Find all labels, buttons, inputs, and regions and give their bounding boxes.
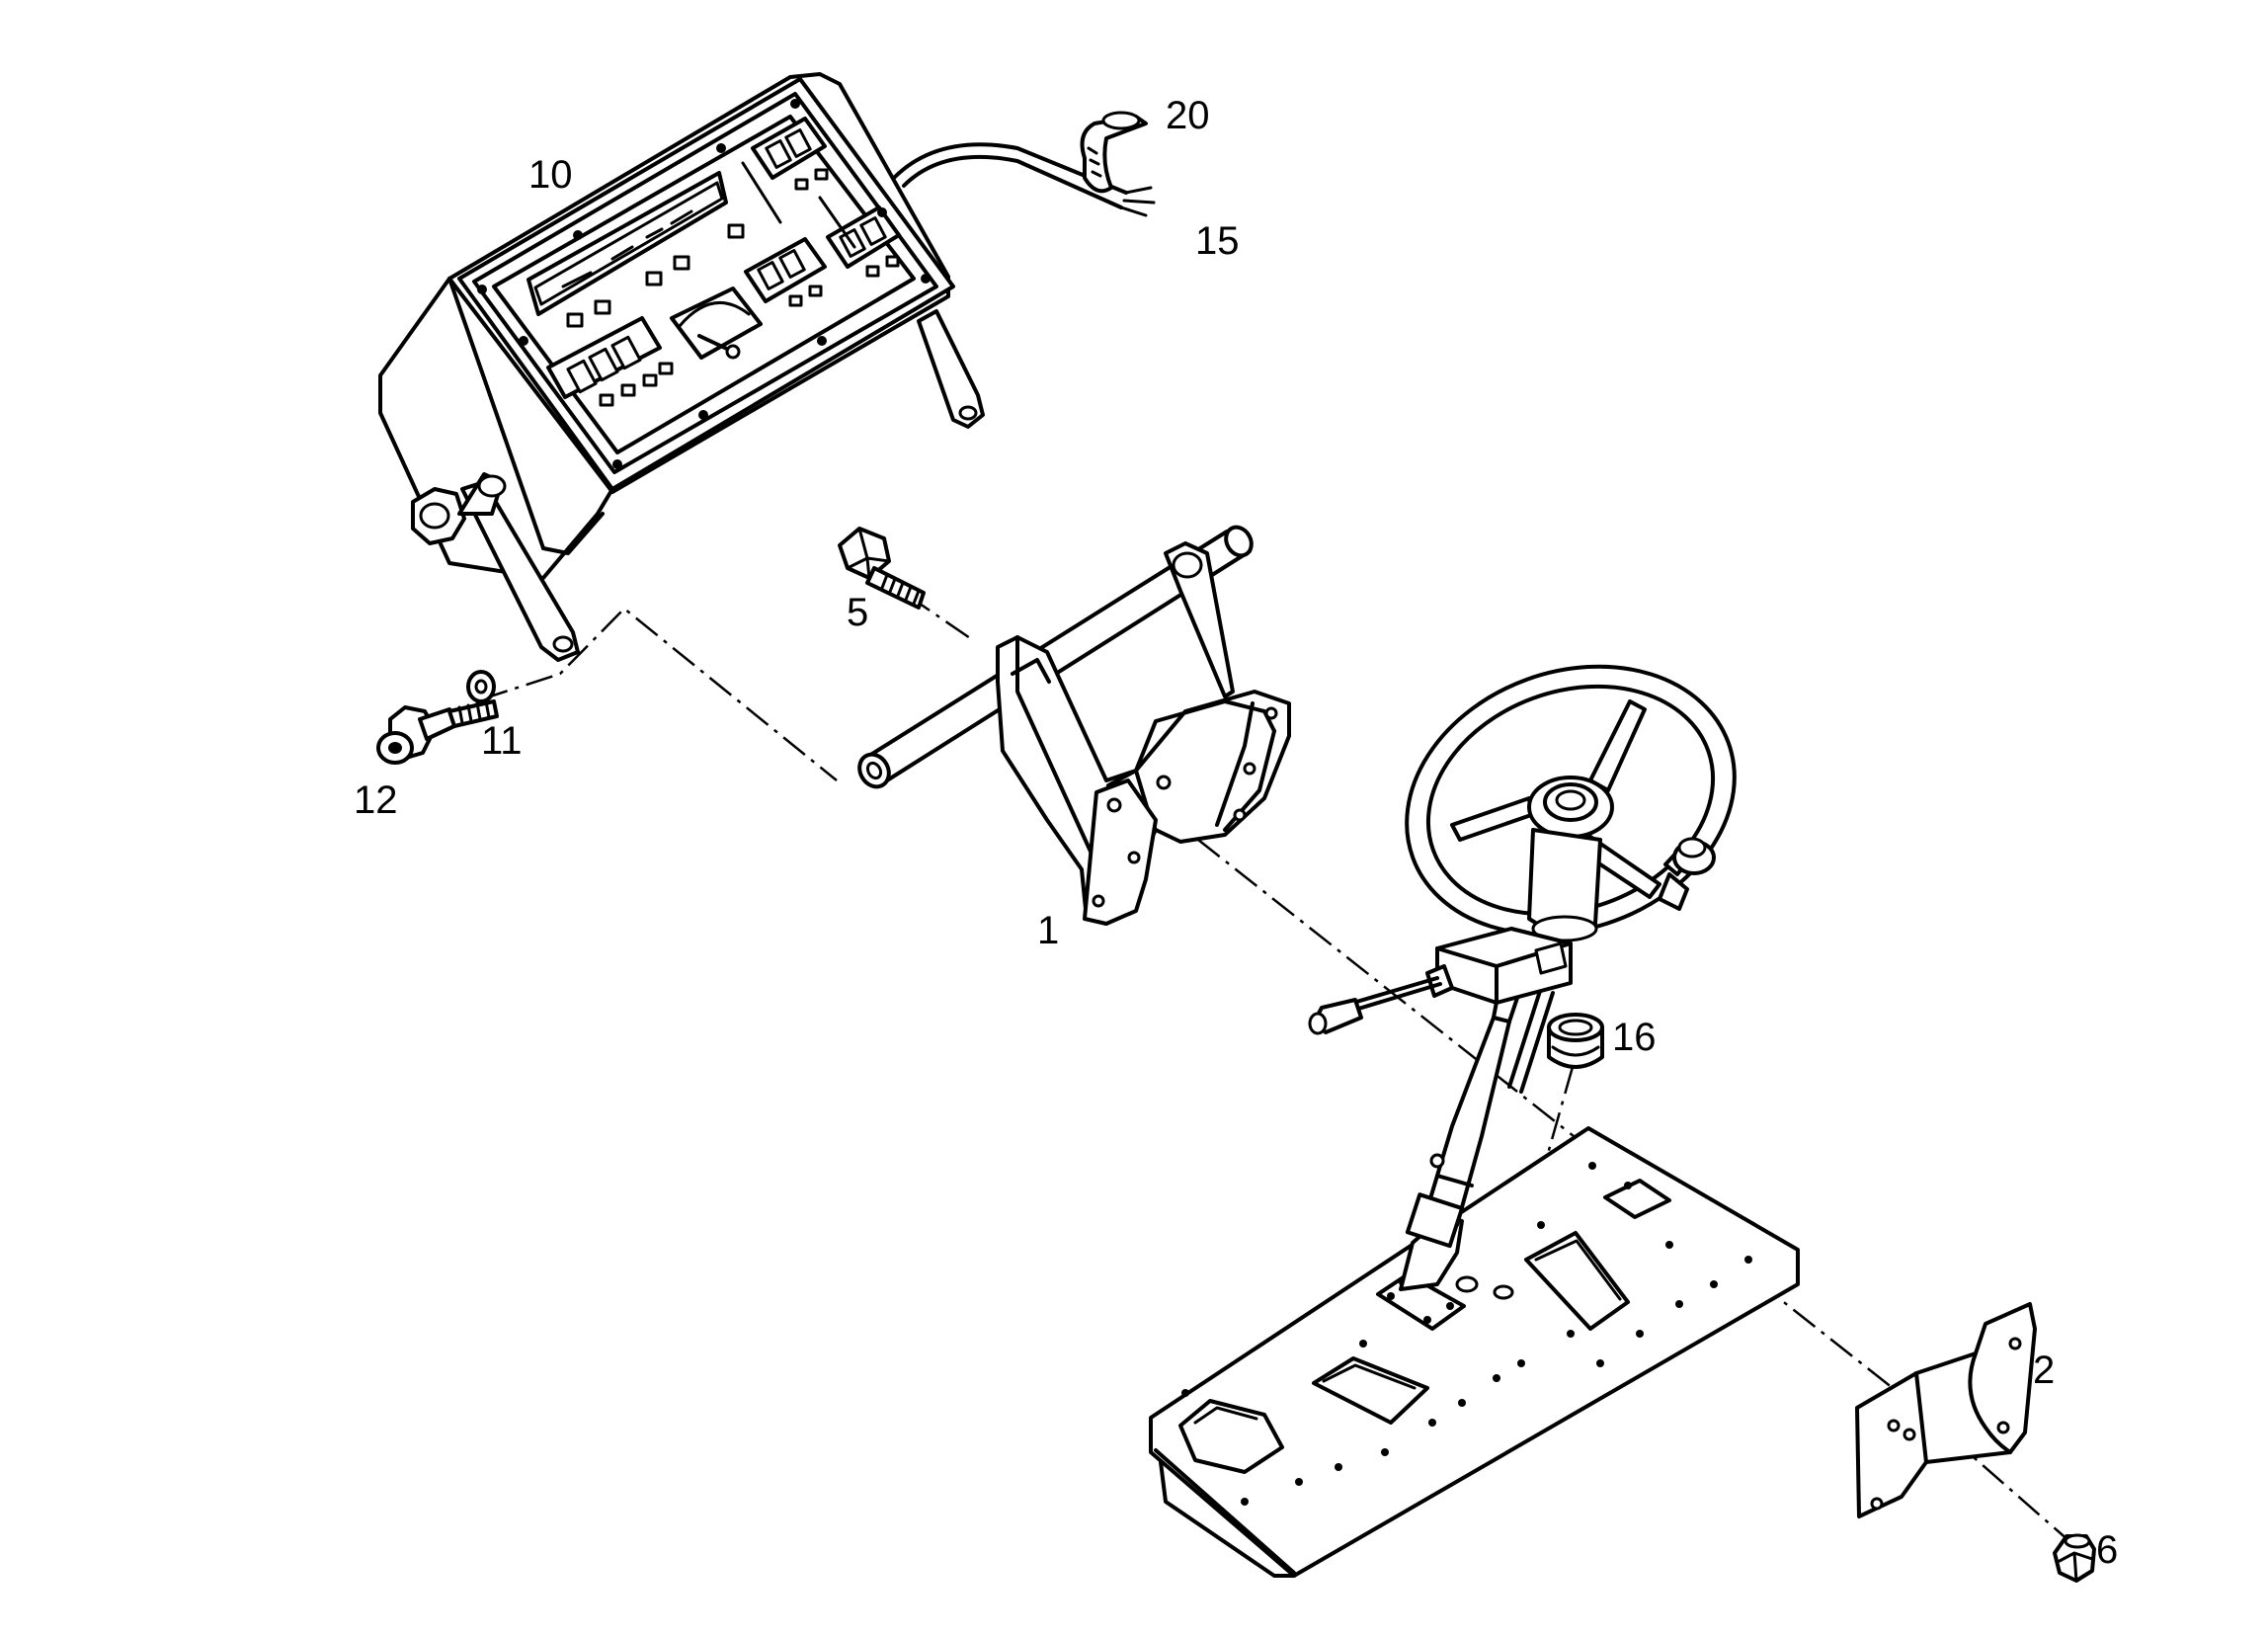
screw-12: [376, 699, 499, 765]
label-16: 16: [1612, 1016, 1657, 1059]
label-12: 12: [354, 778, 398, 822]
label-20: 20: [1166, 94, 1210, 137]
label-5: 5: [847, 591, 868, 634]
label-6: 6: [2096, 1528, 2118, 1572]
washer-11: [466, 670, 496, 703]
label-10: 10: [528, 153, 573, 197]
label-11: 11: [481, 719, 523, 763]
bracket-2: [1855, 1302, 2037, 1518]
support-bracket-1: [857, 525, 1291, 926]
nut-6: [2053, 1533, 2096, 1583]
label-1: 1: [1037, 909, 1059, 952]
callout-labels: 10 20 15 5 11 12 1 16 2 6: [354, 94, 2118, 1572]
label-15: 15: [1195, 219, 1240, 263]
instrument-cluster-10: [378, 72, 1156, 662]
screw-5: [838, 527, 926, 610]
indicator-switch: [1308, 927, 1573, 1035]
floor-plate: [1149, 1126, 1800, 1578]
steering-wheel: [1405, 664, 1737, 942]
grommet-16: [1547, 1013, 1604, 1069]
label-2: 2: [2033, 1349, 2055, 1392]
